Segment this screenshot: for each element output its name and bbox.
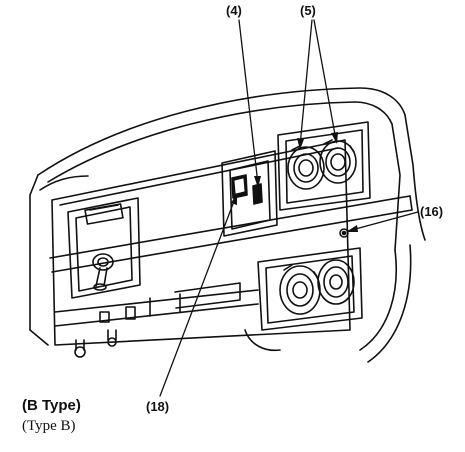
- lower-outlet-right: [317, 259, 355, 305]
- front-panel: [51, 139, 351, 346]
- leader-16: [347, 211, 419, 232]
- callout-4: (4): [226, 3, 242, 18]
- upper-outlet-right: [319, 139, 357, 184]
- side-frame-tube: [244, 244, 412, 363]
- caption-type-b-en: (B Type): [22, 397, 81, 414]
- leader-5-left: [299, 19, 313, 147]
- lower-outlet-left: [279, 264, 321, 315]
- arrowhead-5-right: [331, 132, 338, 144]
- upper-outlet-left: [287, 145, 325, 190]
- callout-5: (5): [300, 3, 316, 18]
- arrowhead-5-left: [297, 138, 304, 150]
- fuel-fittings: [74, 306, 136, 358]
- housing-outline: [29, 87, 426, 346]
- arrowhead-4: [254, 176, 261, 188]
- breaker-switch-18: [231, 174, 248, 199]
- frame-bar: [49, 195, 413, 273]
- leader-4: [238, 19, 259, 185]
- lower-outlet-box: [257, 247, 363, 331]
- callout-18: (18): [146, 399, 170, 414]
- callout-16: (16): [420, 204, 444, 219]
- leader-18: [159, 195, 237, 397]
- arrowhead-18: [231, 193, 237, 205]
- leader-5-right: [313, 19, 337, 141]
- base-rail: [54, 282, 259, 327]
- caption-type-b-alt: (Type B): [22, 418, 76, 434]
- engine-switch-4: [252, 183, 263, 205]
- leader-lines: [159, 19, 419, 397]
- ground-terminal-16: [339, 228, 349, 238]
- arrowhead-16: [346, 225, 358, 232]
- leader-arrowheads: [231, 132, 358, 232]
